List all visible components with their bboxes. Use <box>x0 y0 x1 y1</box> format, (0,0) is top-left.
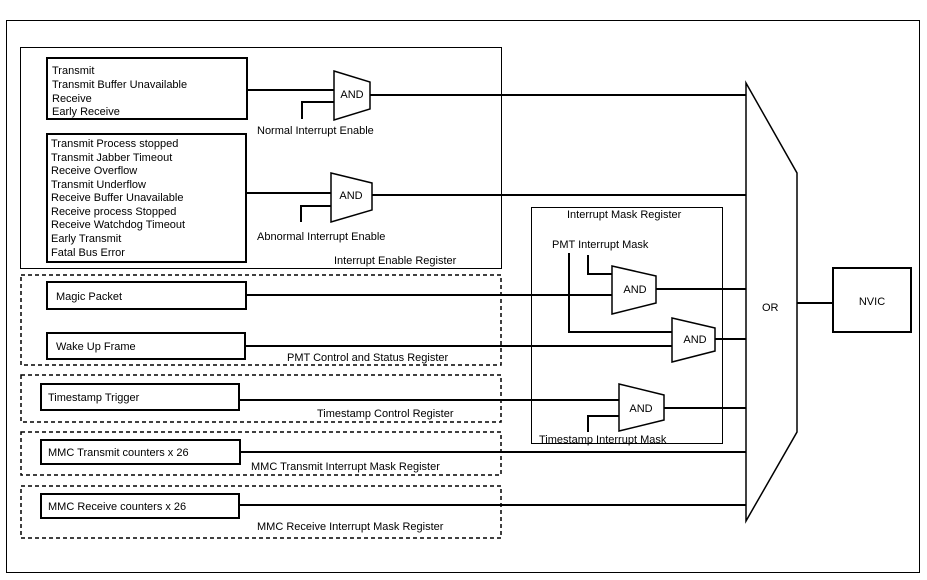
interrupt-enable-register-label: Interrupt Enable Register <box>334 255 457 267</box>
timestamp-mask-wire <box>587 415 619 432</box>
abnormal-enable-wire <box>300 205 331 222</box>
timestamp-trigger-box <box>40 383 240 411</box>
timestamp-trigger-label: Timestamp Trigger <box>48 392 140 404</box>
or-gate <box>745 80 798 524</box>
normal-source-4: Early Receive <box>52 106 120 118</box>
nvic-box <box>832 267 912 333</box>
abnormal-source-6: Receive process Stopped <box>51 206 176 218</box>
wake-up-frame-label: Wake Up Frame <box>56 341 136 353</box>
pmt-mask-wire-magic <box>587 255 612 275</box>
nvic-label: NVIC <box>859 296 885 308</box>
normal-and-label: AND <box>340 89 363 101</box>
abnormal-source-9: Fatal Bus Error <box>51 247 125 259</box>
normal-interrupt-enable-label: Normal Interrupt Enable <box>257 125 374 137</box>
abnormal-source-7: Receive Watchdog Timeout <box>51 219 185 231</box>
pmt-control-register-label: PMT Control and Status Register <box>287 352 449 364</box>
abnormal-source-2: Transmit Jabber Timeout <box>51 152 172 164</box>
timestamp-and-label: AND <box>629 403 652 415</box>
normal-sources-box <box>46 57 248 120</box>
mmc-receive-register-label: MMC Receive Interrupt Mask Register <box>257 521 444 533</box>
abnormal-source-5: Receive Buffer Unavailable <box>51 192 183 204</box>
timestamp-interrupt-mask-label: Timestamp Interrupt Mask <box>539 434 667 446</box>
abnormal-source-3: Receive Overflow <box>51 165 137 177</box>
mmc-transmit-register-box <box>20 431 502 476</box>
abnormal-source-8: Early Transmit <box>51 233 121 245</box>
abnormal-sources-box <box>46 133 247 263</box>
wake-up-frame-and-label: AND <box>683 334 706 346</box>
pmt-interrupt-mask-label: PMT Interrupt Mask <box>552 239 649 251</box>
mmc-transmit-register-label: MMC Transmit Interrupt Mask Register <box>251 461 440 473</box>
timestamp-and-gate <box>618 383 665 432</box>
magic-packet-box <box>46 281 247 310</box>
outer-frame <box>6 20 920 573</box>
magic-packet-label: Magic Packet <box>56 291 122 303</box>
mmc-receive-label: MMC Receive counters x 26 <box>48 501 186 513</box>
normal-enable-wire <box>301 101 334 119</box>
abnormal-and-label: AND <box>339 190 362 202</box>
interrupt-mask-register-label: Interrupt Mask Register <box>567 209 682 221</box>
abnormal-interrupt-enable-label: Abnormal Interrupt Enable <box>257 231 385 243</box>
normal-source-2: Transmit Buffer Unavailable <box>52 79 187 91</box>
pmt-control-register-box <box>20 274 502 366</box>
abnormal-source-1: Transmit Process stopped <box>51 138 178 150</box>
magic-packet-and-gate <box>611 265 657 315</box>
interrupt-mask-register-box <box>531 207 723 444</box>
or-gate-label: OR <box>762 302 779 314</box>
wake-up-frame-box <box>46 332 246 360</box>
abnormal-source-4: Transmit Underflow <box>51 179 146 191</box>
abnormal-and-gate <box>330 172 373 224</box>
magic-packet-and-label: AND <box>623 284 646 296</box>
pmt-mask-wire-wakeup <box>568 253 672 333</box>
normal-source-3: Receive <box>52 93 92 105</box>
normal-source-1: Transmit <box>52 65 94 77</box>
mmc-receive-register-box <box>20 485 502 539</box>
wake-up-frame-and-gate <box>671 317 716 363</box>
normal-and-gate <box>333 69 371 122</box>
interrupt-enable-register-box <box>20 47 502 269</box>
timestamp-control-register-box <box>20 374 502 423</box>
timestamp-control-register-label: Timestamp Control Register <box>317 408 454 420</box>
mmc-transmit-label: MMC Transmit counters x 26 <box>48 447 189 459</box>
